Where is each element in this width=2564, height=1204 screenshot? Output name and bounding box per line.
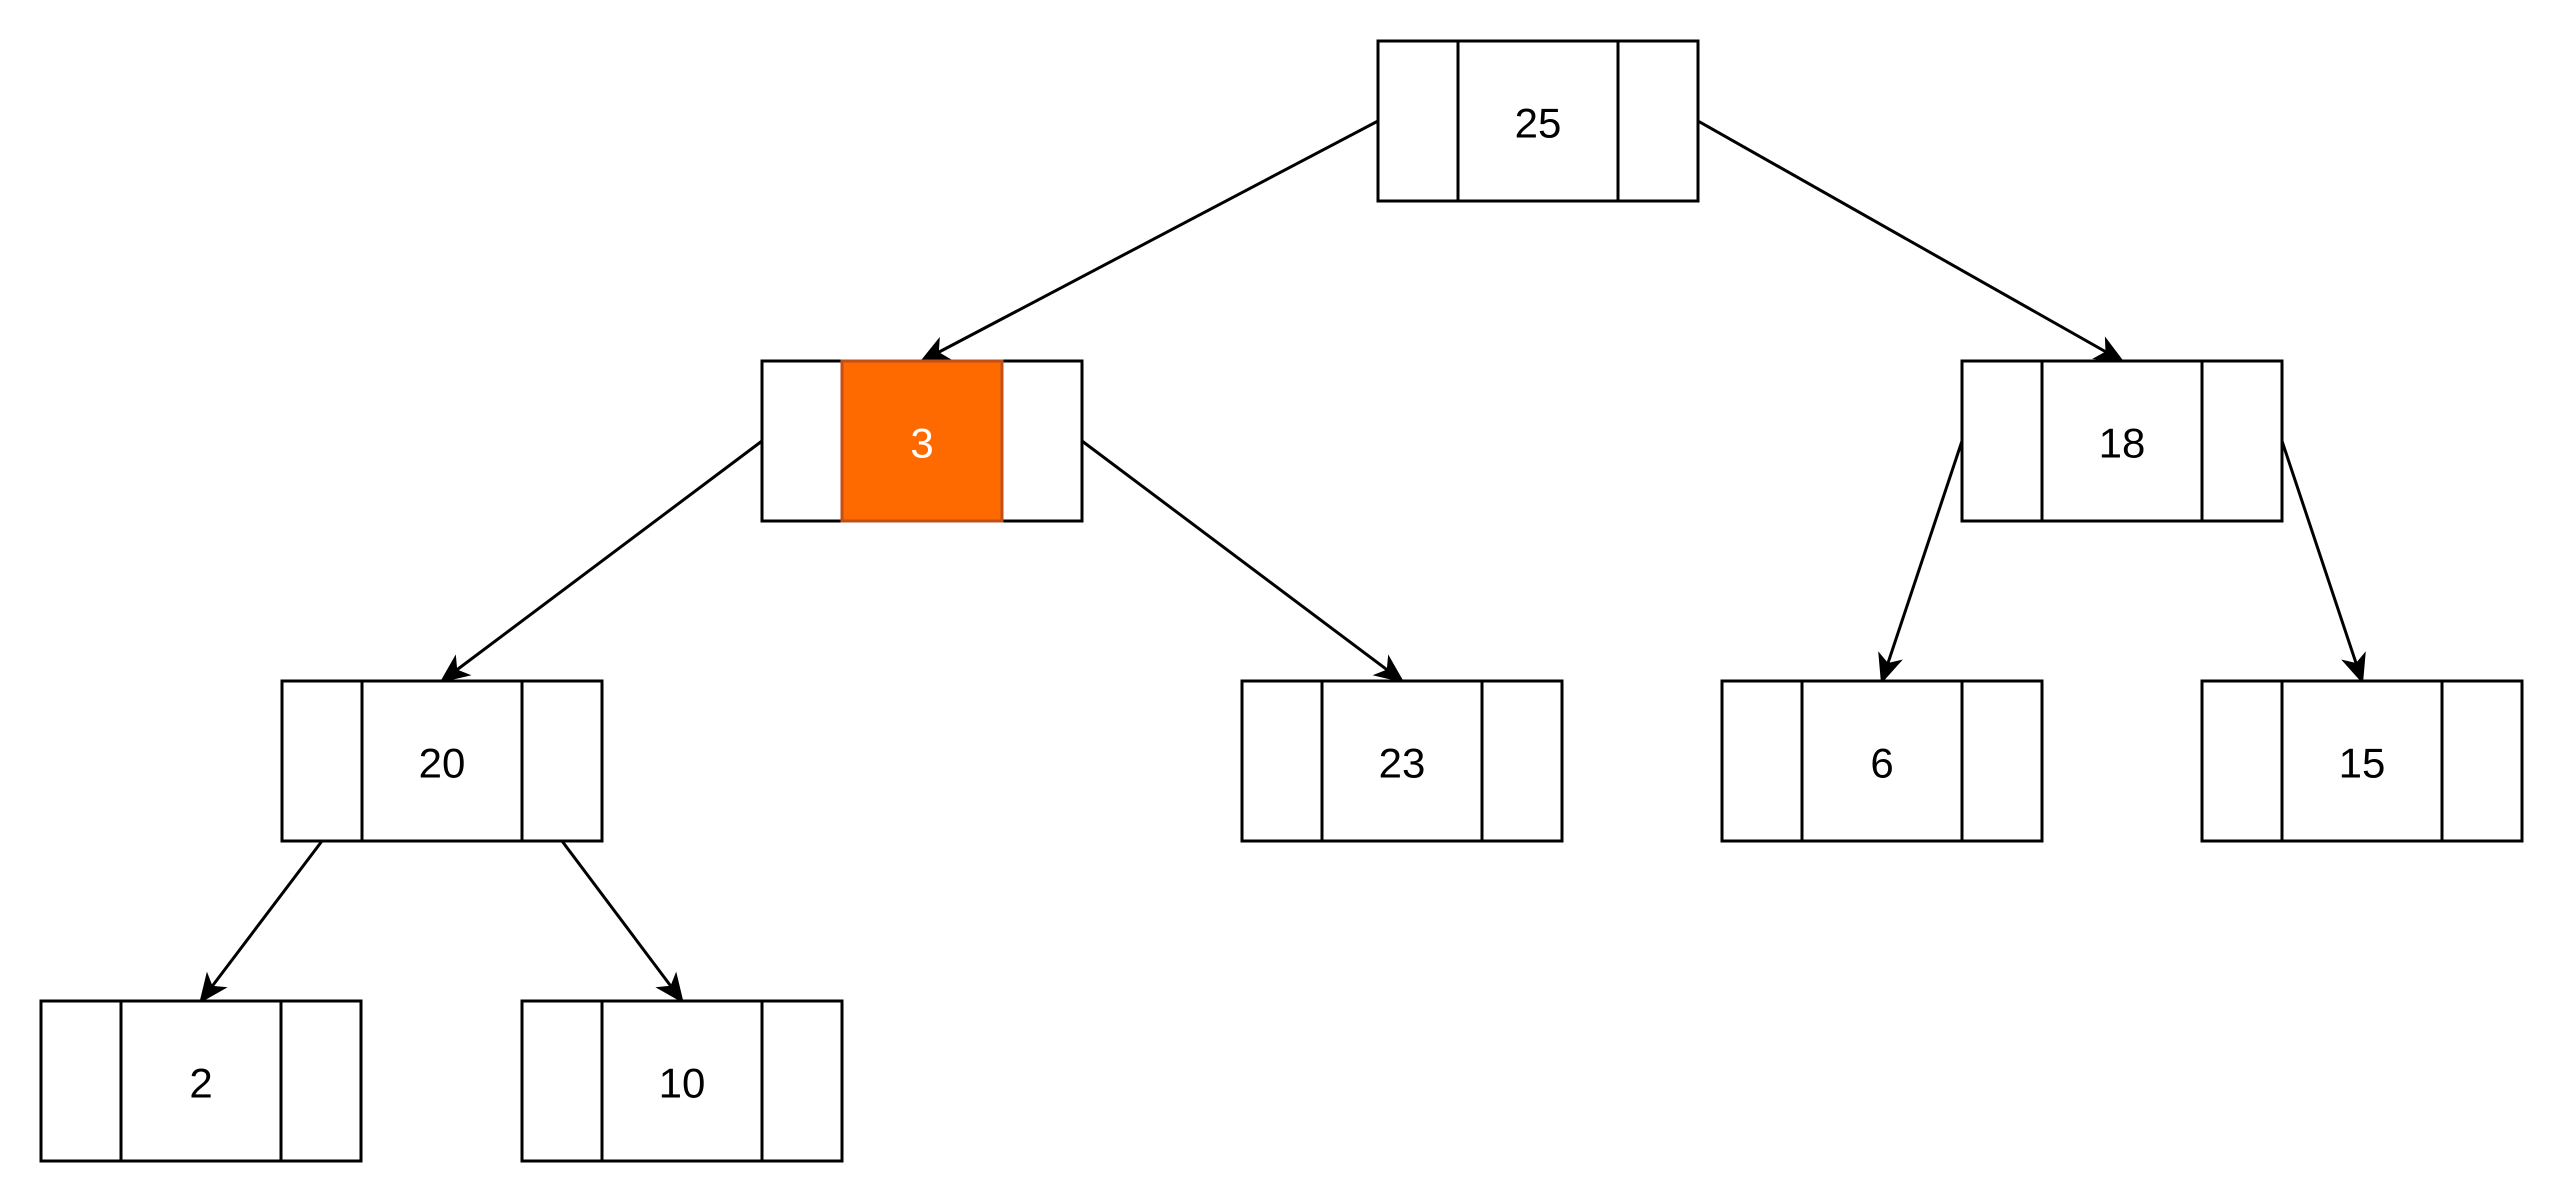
- value-cell: [1320, 679, 1484, 843]
- left-pointer-cell: [760, 359, 844, 523]
- right-pointer-cell: [1000, 359, 1084, 523]
- left-pointer-cell: [1720, 679, 1804, 843]
- left-pointer-cell: [1960, 359, 2044, 523]
- node-border: [39, 999, 363, 1163]
- tree-node-18: 18: [1960, 359, 2284, 523]
- tree-node-25: 25: [1376, 39, 1700, 203]
- tree-node-10: 10: [520, 999, 844, 1163]
- value-cell: [360, 679, 524, 843]
- left-pointer-cell: [39, 999, 123, 1163]
- value-cell: [1800, 679, 1964, 843]
- edge-n18-to-n6: [1878, 440, 1964, 684]
- tree-node-20: 20: [280, 679, 604, 843]
- right-pointer-cell: [2440, 679, 2524, 843]
- node-value-label: 6: [1870, 740, 1893, 787]
- node-border: [1376, 39, 1700, 203]
- node-value-label: 2: [189, 1060, 212, 1107]
- node-value-label: 3: [910, 420, 933, 467]
- tree-node-6: 6: [1720, 679, 2044, 843]
- node-border: [1240, 679, 1564, 843]
- node-value-label: 23: [1379, 740, 1426, 787]
- left-pointer-cell: [280, 679, 364, 843]
- node-border: [2200, 679, 2524, 843]
- right-pointer-cell: [760, 999, 844, 1163]
- right-pointer-cell: [1480, 679, 1564, 843]
- node-value-label: 20: [419, 740, 466, 787]
- node-border: [1960, 359, 2284, 523]
- edges-layer: [199, 119, 2366, 1004]
- value-cell: [119, 999, 283, 1163]
- node-value-label: 25: [1515, 100, 1562, 147]
- right-pointer-cell: [520, 679, 604, 843]
- value-cell: [1456, 39, 1620, 203]
- node-value-label: 10: [659, 1060, 706, 1107]
- right-pointer-cell: [2200, 359, 2284, 523]
- node-border: [520, 999, 844, 1163]
- left-pointer-cell: [1240, 679, 1324, 843]
- tree-node-15: 15: [2200, 679, 2524, 843]
- tree-node-3: 3: [760, 359, 1084, 523]
- edge-n20-to-n2: [199, 840, 324, 1004]
- edge-n25-to-n18: [1697, 119, 2125, 363]
- edge-n3-to-n20: [439, 439, 763, 683]
- right-pointer-cell: [279, 999, 363, 1163]
- node-value-label: 18: [2099, 420, 2146, 467]
- edge-n25-to-n3: [919, 119, 1379, 363]
- edge-n18-to-n15: [2280, 440, 2366, 684]
- value-cell: [840, 359, 1004, 523]
- right-pointer-cell: [1616, 39, 1700, 203]
- edge-n3-to-n23: [1081, 439, 1405, 683]
- nodes-layer: 25 3 18 20 23 6 15 2 10: [39, 39, 2524, 1163]
- left-pointer-cell: [1376, 39, 1460, 203]
- value-cell: [600, 999, 764, 1163]
- node-value-label: 15: [2339, 740, 2386, 787]
- tree-node-2: 2: [39, 999, 363, 1163]
- node-border: [1720, 679, 2044, 843]
- node-border: [280, 679, 604, 843]
- tree-node-23: 23: [1240, 679, 1564, 843]
- edge-n20-to-n10: [560, 840, 684, 1004]
- right-pointer-cell: [1960, 679, 2044, 843]
- left-pointer-cell: [2200, 679, 2284, 843]
- left-pointer-cell: [520, 999, 604, 1163]
